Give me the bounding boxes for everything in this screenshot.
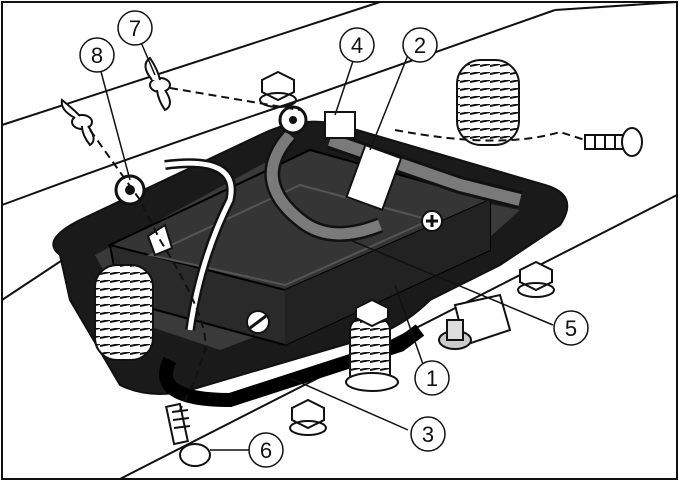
callout-7-label: 7 bbox=[129, 16, 141, 41]
tray-springs bbox=[94, 59, 520, 392]
positive-cable bbox=[266, 131, 383, 240]
callout-5-label: 5 bbox=[565, 316, 577, 341]
spring-rear-right bbox=[456, 59, 520, 146]
callout-6: 6 bbox=[248, 432, 284, 468]
callout-5: 5 bbox=[553, 310, 589, 346]
callout-1-label: 1 bbox=[426, 366, 438, 391]
bolt-rear bbox=[584, 127, 643, 157]
callout-8: 8 bbox=[79, 37, 115, 73]
spring-front-left bbox=[94, 264, 154, 361]
callout-6-label: 6 bbox=[260, 438, 272, 463]
callout-8-label: 8 bbox=[91, 43, 103, 68]
callout-4-label: 4 bbox=[351, 33, 363, 58]
assembly-guide-lines bbox=[89, 87, 586, 411]
callout-3: 3 bbox=[410, 416, 446, 452]
callout-7: 7 bbox=[117, 10, 153, 46]
positive-terminal-boot bbox=[345, 143, 403, 212]
callout-3-label: 3 bbox=[422, 422, 434, 447]
callout-2-label: 2 bbox=[414, 33, 426, 58]
callout-4: 4 bbox=[339, 27, 375, 63]
leader-lines bbox=[99, 39, 554, 451]
latch-bracket bbox=[438, 293, 512, 350]
callout-1: 1 bbox=[414, 360, 450, 396]
callout-2: 2 bbox=[402, 27, 438, 63]
terminal-clip bbox=[324, 111, 356, 139]
hex-nuts bbox=[259, 70, 555, 436]
bolt-front bbox=[165, 402, 211, 467]
negative-cable bbox=[164, 160, 234, 331]
